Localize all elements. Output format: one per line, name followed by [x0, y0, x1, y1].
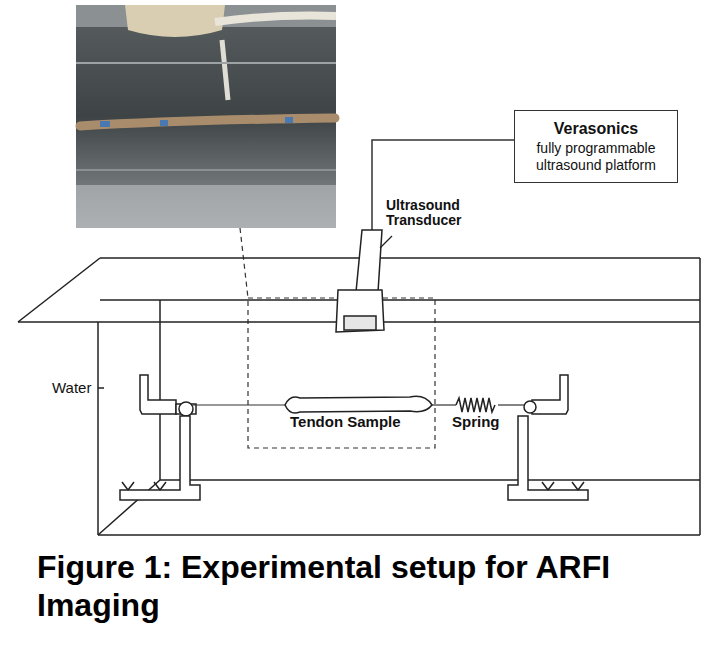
drawing-part: [508, 416, 588, 500]
drawing-part: [160, 479, 700, 481]
drawing-part: [215, 16, 336, 22]
drawing-part: [222, 40, 228, 100]
drawing-part: [524, 401, 536, 413]
tendon-shape: [285, 396, 432, 413]
transducer-label: Ultrasound Transducer: [386, 198, 476, 229]
drawing-part: [432, 404, 456, 405]
drawing-part: [140, 375, 176, 414]
drawing-part: [120, 416, 200, 500]
drawing-part: [344, 316, 376, 330]
drawing-part: [193, 404, 285, 405]
drawing-part: [76, 62, 336, 64]
water-label: Water: [52, 380, 91, 397]
spring-label: Spring: [452, 414, 500, 431]
drawing-part: [98, 387, 104, 389]
tendon-label: Tendon Sample: [290, 414, 401, 431]
drawing-part: [122, 482, 166, 490]
drawing-part: [100, 120, 293, 124]
right-clamp: [508, 375, 588, 500]
drawing-part: [76, 169, 336, 171]
box-body: fully programmable ultrasound platform: [526, 140, 666, 174]
drawing-part: [532, 375, 568, 414]
platform-box: Verasonics fully programmable ultrasound …: [514, 110, 678, 183]
drawing-part: [542, 482, 584, 490]
drawing-part: [80, 118, 335, 126]
drawing-part: [336, 290, 384, 332]
drawing-part: [76, 185, 336, 228]
drawing-part: [179, 402, 193, 416]
drawing-part: [159, 300, 161, 480]
drawing-part: [98, 534, 700, 536]
drawing-part: [380, 236, 392, 248]
left-clamp: [120, 375, 200, 500]
drawing-part: [125, 5, 225, 37]
drawing-part: [100, 299, 700, 301]
drawing-part: [356, 230, 382, 292]
spring-symbol: [456, 398, 495, 412]
drawing-part: [240, 228, 248, 298]
water-tank: [18, 258, 700, 535]
drawing-part: [100, 257, 700, 259]
drawing-part: [97, 322, 99, 535]
cable: [372, 140, 514, 232]
drawing-part: [18, 258, 100, 322]
photo-inset: [76, 5, 336, 228]
box-heading: Verasonics: [523, 119, 669, 138]
figure-caption: Figure 1: Experimental setup for ARFI Im…: [37, 548, 637, 625]
transducer-symbol: [336, 230, 384, 332]
